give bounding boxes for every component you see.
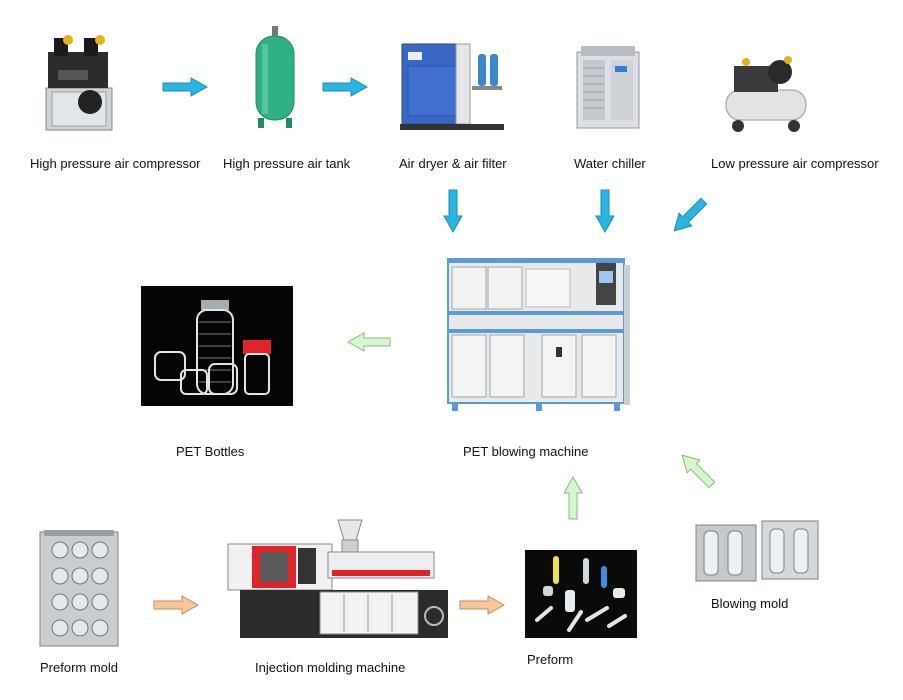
bottles-label: PET Bottles (176, 444, 245, 459)
water-chiller-image (576, 46, 640, 129)
arrow-chiller-down (595, 189, 615, 234)
hp-tank-label: High pressure air tank (223, 156, 351, 171)
preform-image (525, 550, 637, 638)
hp-compressor-label: High pressure air compressor (30, 156, 201, 171)
pet-bottles-image (141, 286, 293, 406)
lp-compressor-label: Low pressure air compressor (711, 156, 879, 171)
arrow-preform-to-machine (563, 475, 583, 520)
blowing-machine-label: PET blowing machine (463, 444, 589, 459)
arrow-tank-to-dryer (322, 77, 369, 97)
chiller-label: Water chiller (574, 156, 646, 171)
arrow-injection-to-preform (459, 595, 506, 615)
blowing-mold-label: Blowing mold (711, 596, 789, 611)
arrow-lp-compressor-down (673, 197, 708, 232)
preform-mold-image (39, 530, 119, 647)
high-pressure-tank-image (255, 26, 295, 128)
injection-molding-machine-image (227, 519, 448, 638)
dryer-label: Air dryer & air filter (399, 156, 507, 171)
arrow-dryer-down (443, 189, 463, 234)
preform-mold-label: Preform mold (40, 660, 119, 675)
arrow-machine-to-bottles (346, 332, 391, 352)
injection-label: Injection molding machine (255, 660, 406, 675)
pet-blowing-machine-image (447, 258, 630, 411)
low-pressure-compressor-image (725, 56, 807, 132)
high-pressure-compressor-image (45, 35, 113, 131)
air-dryer-filter-image (400, 43, 504, 130)
arrow-blowing-mold-to-machine (681, 454, 716, 489)
arrow-compressor-to-tank (162, 77, 209, 97)
blowing-mold-image (695, 520, 819, 582)
preform-label: Preform (527, 652, 574, 667)
arrow-mold-to-injection (153, 595, 200, 615)
